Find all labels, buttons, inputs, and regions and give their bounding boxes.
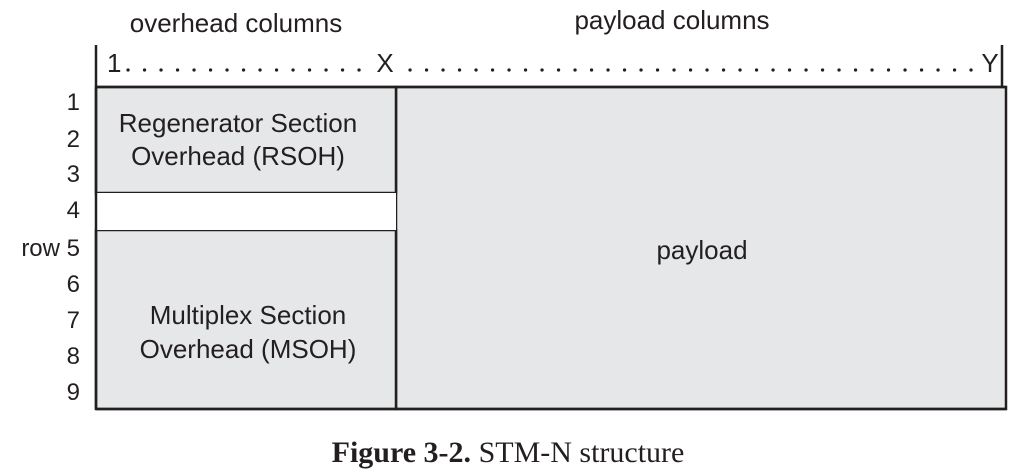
row-label-6: 6	[67, 271, 80, 298]
row-label-1: 1	[67, 89, 80, 116]
row-label-8: 8	[67, 343, 80, 370]
payload-label: payload	[656, 235, 747, 265]
caption-prefix: Figure 3-2.	[332, 436, 471, 469]
msoh-label-line1: Multiplex Section	[150, 300, 347, 330]
caption-gap	[471, 436, 479, 469]
row-label-2: 2	[67, 126, 80, 153]
row-label-3: 3	[67, 161, 80, 188]
row-label-7: 7	[67, 307, 80, 334]
payload-columns-label: payload columns	[574, 5, 769, 35]
column-start-label: 1	[107, 48, 121, 78]
figure-caption: Figure 3-2. STM-N structure	[332, 436, 685, 469]
row-label-9: 9	[67, 379, 80, 406]
rsoh-label-line2: Overhead (RSOH)	[131, 141, 345, 171]
row-label-4: 4	[67, 197, 80, 224]
row-label-5: row 5	[21, 235, 80, 262]
caption-text: STM-N structure	[479, 436, 685, 469]
rsoh-block	[94, 85, 398, 195]
payload-block	[394, 85, 1008, 411]
column-y-label: Y	[981, 48, 998, 78]
column-x-label: X	[376, 48, 393, 78]
pointer-row-area	[96, 193, 396, 230]
overhead-columns-label: overhead columns	[130, 8, 342, 38]
rsoh-label-line1: Regenerator Section	[119, 108, 357, 138]
msoh-label-line2: Overhead (MSOH)	[140, 334, 357, 364]
